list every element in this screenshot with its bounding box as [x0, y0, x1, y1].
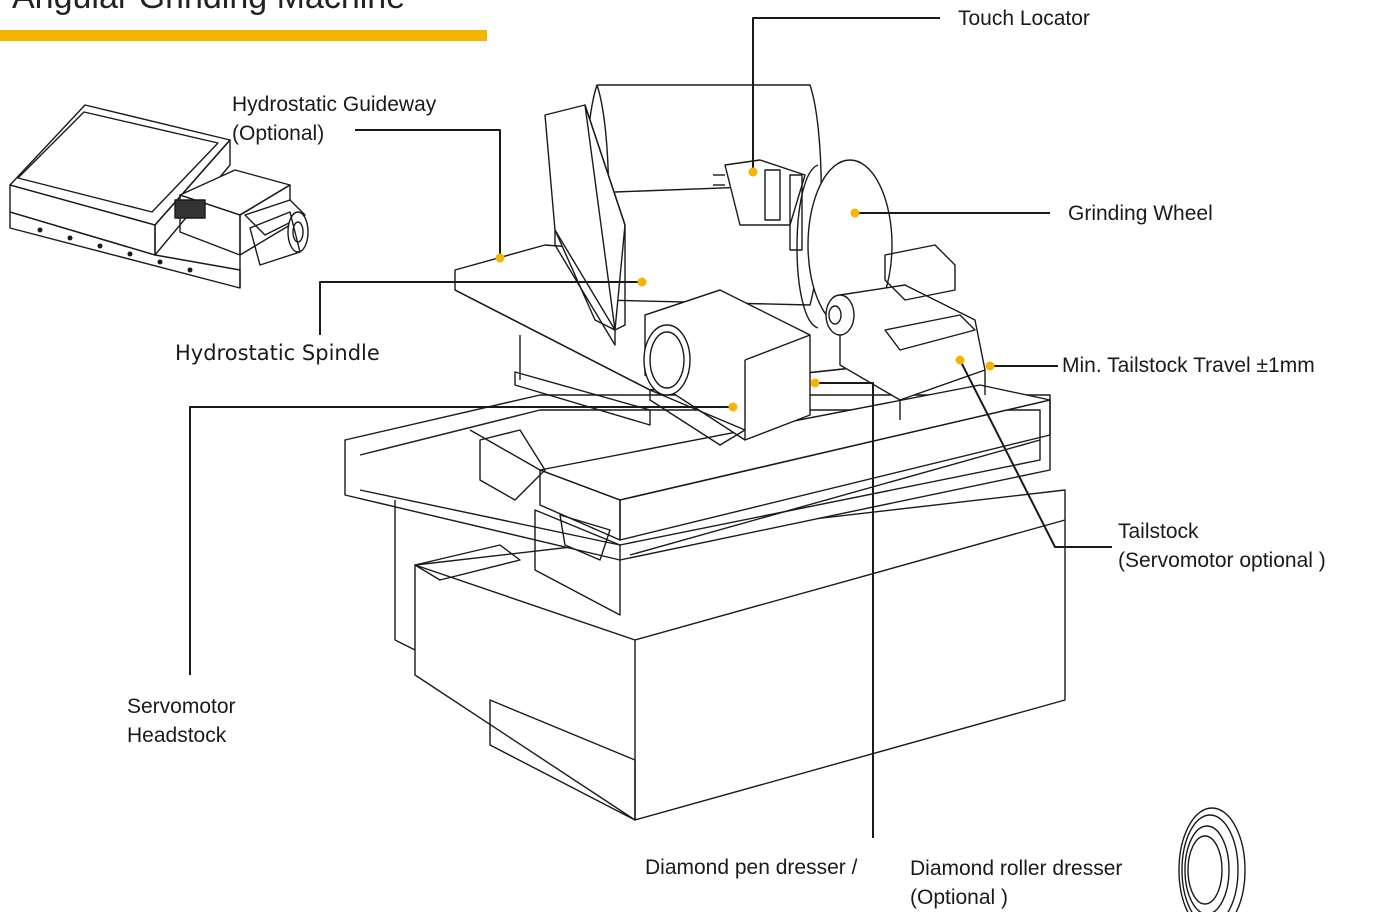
label-hydrostatic-guideway: Hydrostatic Guideway (Optional)	[232, 90, 436, 148]
title-accent-bar	[0, 30, 487, 41]
label-touch-locator: Touch Locator	[958, 7, 1090, 30]
label-tailstock-line1: Tailstock	[1118, 520, 1199, 543]
label-tailstock-line2: (Servomotor optional )	[1118, 549, 1326, 572]
label-hydrostatic-spindle: Hydrostatic Spindle	[175, 341, 380, 365]
diamond-roller-icon	[1178, 807, 1246, 912]
label-diamond-roller-line1: Diamond roller dresser	[910, 857, 1123, 880]
label-hydrostatic-guideway-line2: (Optional)	[232, 122, 325, 145]
label-servomotor-headstock-line2: Headstock	[127, 724, 227, 747]
guideway-inset-illustration	[9, 104, 309, 289]
label-servomotor-headstock-line1: Servomotor	[127, 695, 236, 718]
spindle-housing	[544, 104, 626, 346]
label-tailstock-travel: Min. Tailstock Travel ±1mm	[1062, 354, 1315, 377]
touch-locator	[713, 159, 806, 251]
label-diamond-roller-line2: (Optional )	[910, 886, 1009, 909]
callout-dots	[495, 167, 995, 412]
work-table	[469, 384, 1051, 616]
leader-lines	[189, 17, 1112, 838]
label-diamond-roller-dresser: Diamond roller dresser (Optional )	[910, 854, 1122, 912]
headstock	[643, 289, 811, 446]
label-grinding-wheel: Grinding Wheel	[1068, 202, 1213, 225]
tailstock	[825, 244, 986, 420]
label-diamond-pen-dresser: Diamond pen dresser /	[645, 856, 858, 879]
page-title: Angular Grinding Machine	[12, 0, 405, 17]
label-servomotor-headstock: Servomotor Headstock	[127, 692, 236, 750]
label-hydrostatic-guideway-line1: Hydrostatic Guideway	[232, 93, 437, 116]
label-tailstock: Tailstock (Servomotor optional )	[1118, 517, 1326, 575]
